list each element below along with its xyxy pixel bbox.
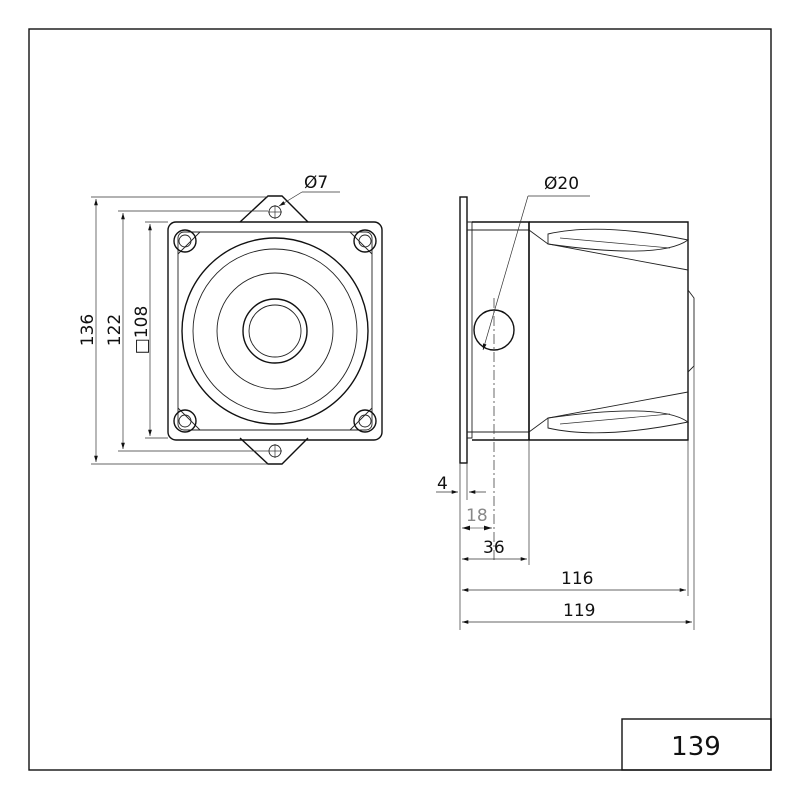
corner-screw <box>353 409 377 433</box>
corner-screw <box>353 229 377 253</box>
dim-entry-position: 18 <box>466 506 488 526</box>
side-view: Ø20 4 18 36 116 119 <box>436 174 695 630</box>
dim-square-size: □108 <box>132 306 152 355</box>
drawing-number: 139 <box>671 732 721 762</box>
horn-outer-ring <box>181 237 369 425</box>
dim-total-length: 119 <box>563 601 595 621</box>
horn-body <box>529 221 689 441</box>
dim-overall-height: 136 <box>78 314 98 346</box>
dim-cable-diameter: Ø20 <box>544 174 579 194</box>
housing-outline <box>167 221 383 441</box>
dim-flange-thickness: 4 <box>437 474 448 494</box>
dim-body-length: 116 <box>561 569 593 589</box>
drawing-frame <box>28 28 772 771</box>
vent-slot-top <box>547 228 690 252</box>
cable-entry <box>473 309 515 351</box>
corner-screw <box>173 409 197 433</box>
dim-hole-spacing: 122 <box>105 314 125 346</box>
rear-body <box>472 221 530 441</box>
front-view: 136 122 □108 Ø7 <box>78 173 383 465</box>
title-block: 139 <box>621 718 772 771</box>
vent-slot-bottom <box>547 410 690 434</box>
dim-hole-diameter: Ø7 <box>304 173 328 193</box>
mounting-flange <box>459 196 468 464</box>
dim-body-start: 36 <box>483 538 505 558</box>
corner-screw <box>173 229 197 253</box>
horn-center <box>242 298 308 364</box>
top-mounting-lug <box>239 195 309 223</box>
